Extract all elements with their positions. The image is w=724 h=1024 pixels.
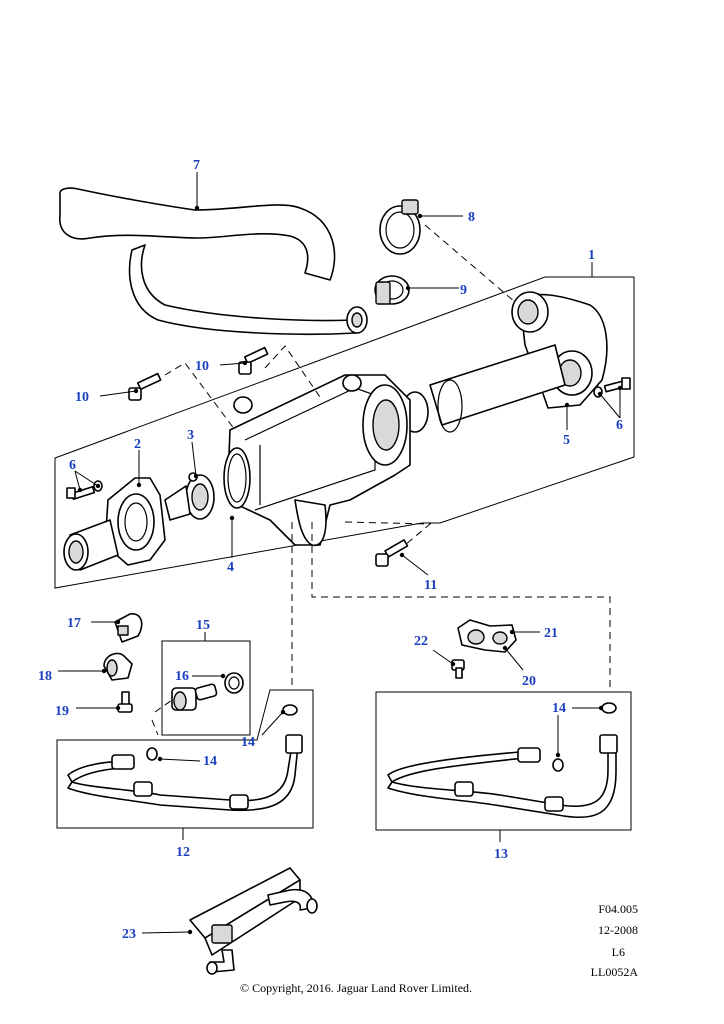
bracket-18[interactable] <box>103 652 133 681</box>
bolt-right-6[interactable] <box>593 377 631 398</box>
callout-8[interactable]: 8 <box>468 210 475 225</box>
frame-12 <box>56 689 314 829</box>
pipe-12[interactable] <box>67 704 303 812</box>
outlet-pipe[interactable] <box>401 291 608 433</box>
callout-15[interactable]: 15 <box>196 618 210 633</box>
copyright-notice: © Copyright, 2016. Jaguar Land Rover Lim… <box>239 981 473 995</box>
callout-14-right[interactable]: 14 <box>552 701 566 716</box>
callout-9[interactable]: 9 <box>460 283 467 298</box>
callout-10-lower[interactable]: 10 <box>75 390 89 405</box>
callout-22[interactable]: 22 <box>414 634 428 649</box>
callout-11[interactable]: 11 <box>424 578 437 593</box>
bolt-22[interactable] <box>451 659 465 679</box>
bolt-lower-10[interactable] <box>128 372 162 401</box>
callout-23[interactable]: 23 <box>122 927 136 942</box>
callout-4[interactable]: 4 <box>227 560 234 575</box>
callout-14-mid[interactable]: 14 <box>203 754 217 769</box>
bolt-left-6[interactable] <box>66 480 103 501</box>
callout-2[interactable]: 2 <box>134 437 141 452</box>
assembly-lines <box>151 224 611 736</box>
callout-labels: 1 2 3 4 5 6 6 7 8 9 10 10 11 12 13 14 14… <box>38 158 623 942</box>
callout-6-left[interactable]: 6 <box>69 458 76 473</box>
callout-18[interactable]: 18 <box>38 669 52 684</box>
thermostat[interactable] <box>164 472 215 521</box>
thermostat-cover[interactable] <box>63 477 166 571</box>
clip-bracket-20[interactable] <box>457 619 517 653</box>
callout-17[interactable]: 17 <box>67 616 81 631</box>
callout-19[interactable]: 19 <box>55 704 69 719</box>
pipe-13[interactable] <box>387 702 618 819</box>
upper-hose[interactable] <box>59 187 368 336</box>
bolt-upper-10[interactable] <box>238 346 269 375</box>
callout-6-right[interactable]: 6 <box>616 418 623 433</box>
callout-3[interactable]: 3 <box>187 428 194 443</box>
callout-10-upper[interactable]: 10 <box>195 359 209 374</box>
frame-15 <box>161 640 251 736</box>
p-clip-17[interactable] <box>114 613 143 643</box>
callout-5[interactable]: 5 <box>563 433 570 448</box>
callout-14-left[interactable]: 14 <box>241 735 255 750</box>
figure-code: F04.005 <box>598 902 638 916</box>
hose-clip-small[interactable] <box>374 275 410 305</box>
leader-lines <box>58 172 623 935</box>
thermostat-housing[interactable] <box>223 374 411 546</box>
connector-16[interactable] <box>171 672 244 711</box>
callout-20[interactable]: 20 <box>522 674 536 689</box>
callout-21[interactable]: 21 <box>544 626 558 641</box>
figure-level: L6 <box>611 945 625 959</box>
hose-clip-large[interactable] <box>379 199 421 255</box>
bolt-19[interactable] <box>117 691 133 713</box>
figure-date: 12-2008 <box>598 923 638 937</box>
oil-cooler[interactable] <box>189 867 318 975</box>
assembly-frame <box>54 276 635 589</box>
frame-13 <box>375 691 632 831</box>
callout-13[interactable]: 13 <box>494 847 508 862</box>
callout-1[interactable]: 1 <box>588 248 595 263</box>
callout-16[interactable]: 16 <box>175 669 189 684</box>
illustration-id: LL0052A <box>590 965 638 979</box>
bolt-11[interactable] <box>375 539 409 567</box>
callout-7[interactable]: 7 <box>193 158 200 173</box>
callout-12[interactable]: 12 <box>176 845 190 860</box>
